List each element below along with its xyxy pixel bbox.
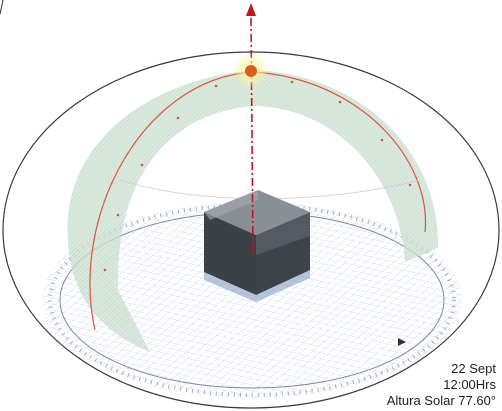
solar-band <box>67 70 439 352</box>
info-date: 22 Sept <box>451 361 496 376</box>
horizon-scale <box>48 203 456 397</box>
hour-ticks <box>103 80 412 272</box>
info-time: 12:00Hrs <box>443 377 496 392</box>
arrow-up-icon <box>246 3 256 16</box>
compass-north-icon <box>398 338 406 346</box>
building-cube <box>204 190 310 302</box>
sun-icon <box>245 65 257 77</box>
info-solar-altitude: Altura Solar 77.60° <box>386 393 496 408</box>
corner-mark <box>0 0 4 15</box>
